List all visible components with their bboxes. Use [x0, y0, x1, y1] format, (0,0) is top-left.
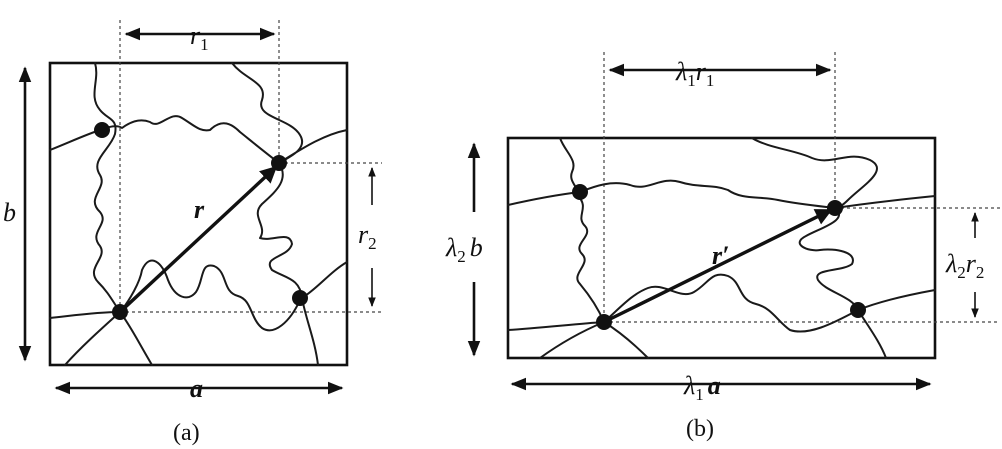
chain-b-1 [507, 179, 836, 209]
label-b-right: λ2r2 [945, 249, 984, 282]
vector-r [118, 165, 278, 314]
chain-a-1 [49, 115, 280, 164]
chain-b-4 [798, 207, 936, 311]
chain-b-5 [603, 273, 859, 333]
caption-a: (a) [173, 420, 200, 446]
node-b-4 [850, 302, 866, 318]
label-a-r2: r2 [358, 220, 377, 253]
chain-a-4 [256, 162, 348, 299]
box-b [506, 136, 937, 360]
label-a-vector-r: r [194, 195, 205, 224]
node-b-1 [572, 184, 588, 200]
node-a-3 [112, 304, 128, 320]
chain-b-7 [507, 321, 649, 359]
label-a-b: b [3, 198, 16, 227]
label-a-a: a [190, 374, 203, 403]
vector-r-prime [603, 208, 833, 324]
label-b-top: λ1r1 [675, 57, 714, 90]
chain-b-3 [751, 137, 936, 209]
box-a [48, 61, 349, 367]
chain-b-6 [857, 309, 887, 359]
caption-b: (b) [686, 416, 714, 442]
chain-a-2 [92, 62, 121, 313]
label-a-r1: r1 [190, 21, 209, 54]
node-a-4 [292, 290, 308, 306]
node-b-2 [827, 200, 843, 216]
chain-b-2 [559, 137, 605, 323]
node-b-3 [596, 314, 612, 330]
chain-a-8 [64, 311, 121, 366]
chain-a-3 [231, 62, 348, 164]
label-b-vector-r-prime: r′ [712, 241, 729, 270]
node-a-1 [94, 122, 110, 138]
chain-a-5 [119, 259, 301, 332]
chain-a-7 [49, 311, 153, 366]
chain-a-6 [301, 297, 319, 366]
panel-a: r1 b r2 r a (a) [3, 20, 382, 446]
node-a-2 [271, 155, 287, 171]
